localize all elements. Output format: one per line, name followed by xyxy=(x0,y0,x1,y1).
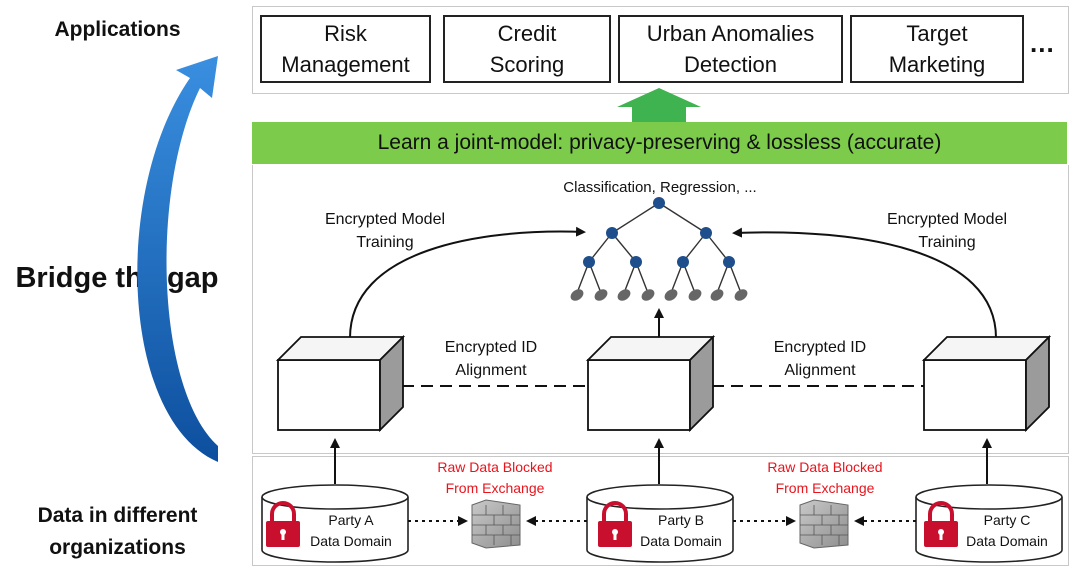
lock-b-icon xyxy=(598,501,632,547)
joint-model-text: Learn a joint-model: privacy-preserving … xyxy=(377,131,942,154)
alignment-label-left: Encrypted ID Alignment xyxy=(444,339,538,379)
tree-title: Classification, Regression, ... xyxy=(563,179,757,196)
app-credit-scoring: Credit Scoring xyxy=(443,15,611,83)
joint-model-bar: Learn a joint-model: privacy-preserving … xyxy=(252,122,1067,164)
decision-tree-icon xyxy=(570,197,748,301)
green-up-arrow-icon xyxy=(617,88,701,122)
app-target-marketing: Target Marketing xyxy=(850,15,1024,83)
party-b-label: Party B Data Domain xyxy=(640,512,722,549)
lock-c-icon xyxy=(924,501,958,547)
cube-b xyxy=(585,334,716,433)
cube-a xyxy=(275,334,406,433)
party-c-label: Party C Data Domain xyxy=(966,512,1048,549)
firewall-right-icon xyxy=(799,499,849,549)
blocked-label-left: Raw Data Blocked From Exchange xyxy=(437,459,553,496)
app-risk-management: Risk Management xyxy=(260,15,431,83)
bridge-arrow-icon xyxy=(137,56,218,462)
app-urban-anomalies-detection: Urban Anomalies Detection xyxy=(618,15,843,83)
party-a-label: Party A Data Domain xyxy=(310,512,392,549)
more-ellipsis: ... xyxy=(1030,28,1055,58)
training-arrow-right xyxy=(732,227,997,339)
applications-label: Applications xyxy=(54,18,181,41)
firewall-left-icon xyxy=(471,499,521,549)
alignment-label-right: Encrypted ID Alignment xyxy=(773,339,867,379)
blocked-label-right: Raw Data Blocked From Exchange xyxy=(767,459,883,496)
training-label-left: Encrypted Model Training xyxy=(324,211,446,251)
lock-a-icon xyxy=(266,501,300,547)
data-in-organizations-label: Data in different organizations xyxy=(37,504,198,559)
bridge-the-gap-label: Bridge the gap xyxy=(15,262,219,294)
training-arrow-left xyxy=(349,226,586,339)
training-label-right: Encrypted Model Training xyxy=(886,211,1008,251)
cube-c xyxy=(921,334,1052,433)
